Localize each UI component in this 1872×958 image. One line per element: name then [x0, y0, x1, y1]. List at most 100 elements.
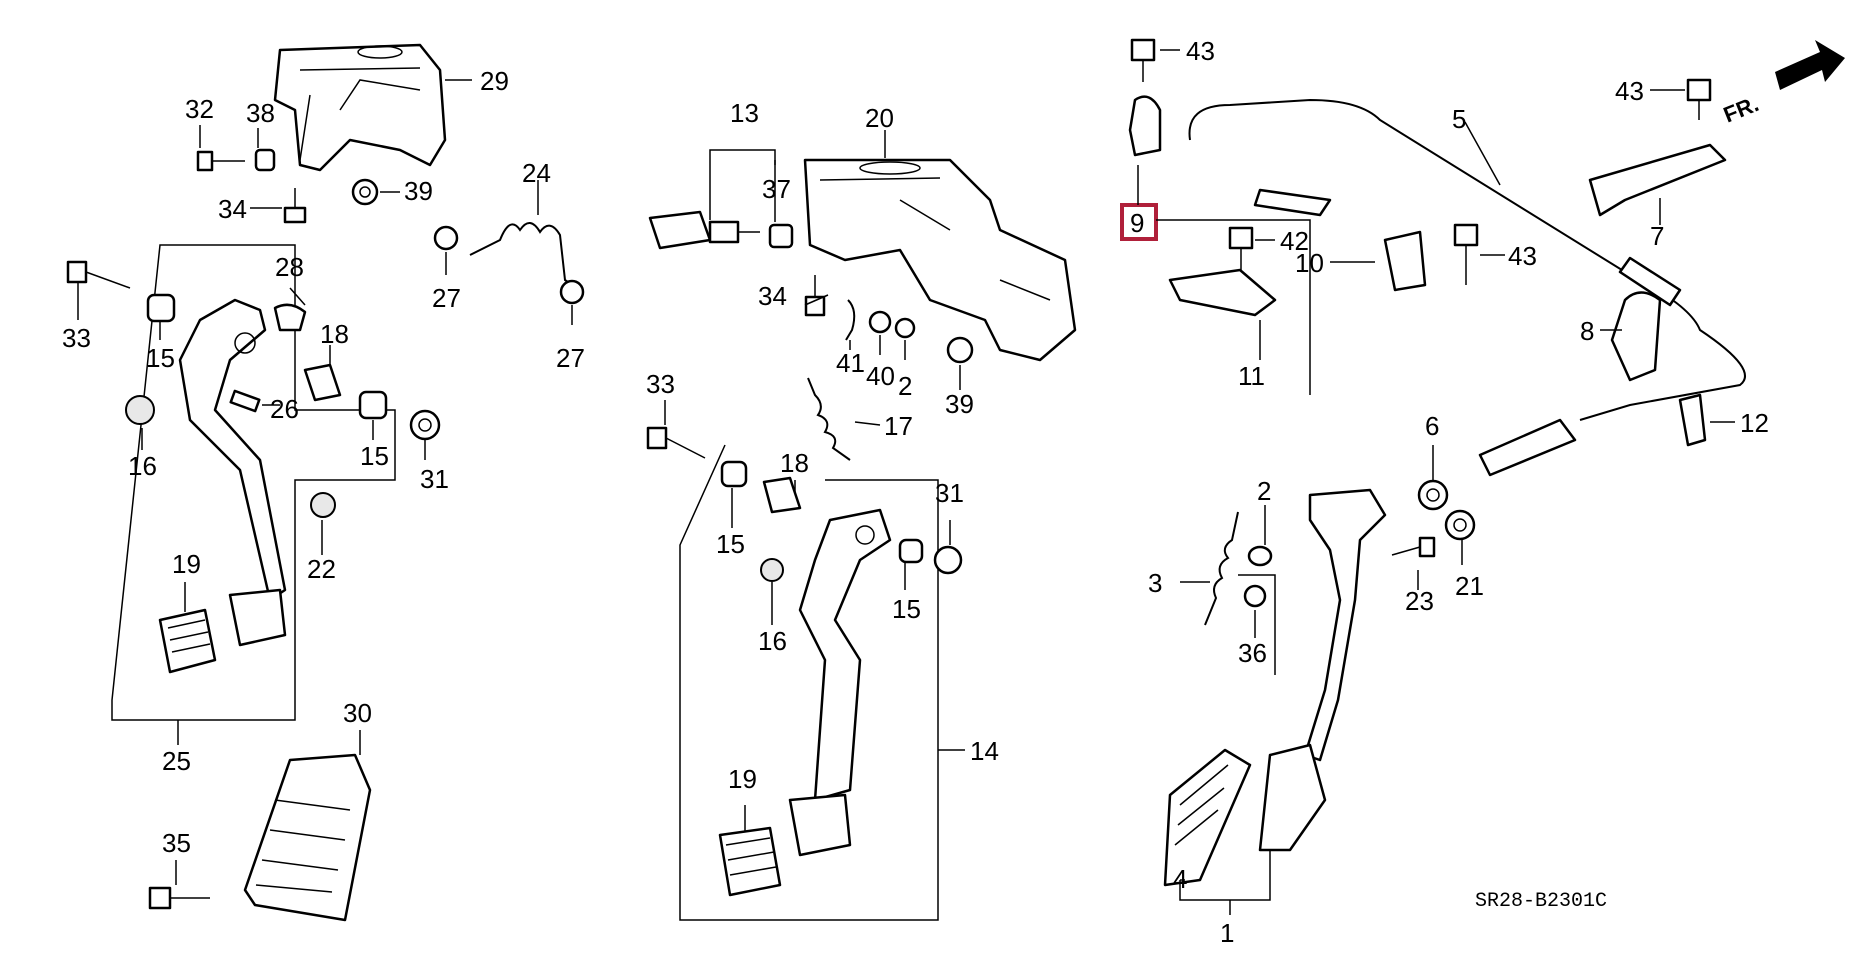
clutch-pedal-arm[interactable]	[178, 298, 287, 602]
bolt-43c[interactable]	[1686, 78, 1712, 120]
callout-26: 26	[270, 394, 299, 424]
cable-end-12-side[interactable]	[1478, 418, 1577, 477]
callout-22: 22	[307, 554, 336, 584]
direction-label: FR.	[1720, 91, 1762, 127]
clamp-8[interactable]	[1610, 291, 1662, 382]
spring-24[interactable]	[469, 222, 581, 291]
pedal-pad-4[interactable]	[1163, 748, 1252, 887]
callout-23: 23	[1405, 586, 1434, 616]
accelerator-pedal-arm[interactable]	[1303, 488, 1387, 762]
bolt-33a[interactable]	[66, 260, 131, 289]
bushing-15b[interactable]	[358, 390, 388, 420]
collar-18b[interactable]	[762, 476, 802, 514]
callout-30: 30	[343, 698, 372, 728]
nut-31a[interactable]	[409, 409, 441, 441]
nut-39a[interactable]	[351, 178, 379, 206]
callout-9-leader	[1137, 165, 1311, 395]
callout-15b: 15	[360, 441, 389, 471]
stopper-22[interactable]	[310, 492, 336, 518]
callout-1: 1	[1220, 918, 1234, 948]
pedal-pad-cover-30[interactable]	[243, 753, 372, 922]
nut-37[interactable]	[768, 223, 794, 249]
bolt-42[interactable]	[1228, 226, 1254, 270]
callout-11: 11	[1238, 361, 1265, 391]
callout-20: 20	[865, 103, 894, 133]
callout-9-highlight-box[interactable]	[1120, 203, 1158, 241]
cable-clip-9[interactable]	[1128, 95, 1162, 157]
nut-39b[interactable]	[946, 336, 974, 364]
callout-33a: 33	[62, 323, 91, 353]
callout-13-bracket	[709, 149, 776, 220]
front-direction-arrow	[1775, 40, 1845, 90]
nut-31b[interactable]	[933, 545, 963, 575]
pedal-pad-19a[interactable]	[158, 608, 217, 674]
callout-labels: 29 32 38 34 39 24 27 27 33 15 28 18 26 1…	[62, 36, 1769, 948]
callout-6: 6	[1425, 411, 1439, 441]
collar-27b[interactable]	[559, 279, 585, 305]
bolt-43b[interactable]	[1453, 223, 1479, 285]
brake-pedal-arm[interactable]	[798, 508, 892, 802]
bushing-15d[interactable]	[898, 538, 924, 564]
washer-2b[interactable]	[1247, 545, 1273, 567]
clip-41[interactable]	[845, 299, 856, 341]
callout-15a: 15	[146, 343, 175, 373]
bushing-6[interactable]	[1417, 479, 1449, 511]
nut-38[interactable]	[254, 148, 276, 172]
bolt-34a[interactable]	[283, 188, 307, 224]
callout-5: 5	[1452, 104, 1466, 134]
callout-39a: 39	[404, 176, 433, 206]
callout-25: 25	[162, 746, 191, 776]
callout-18a: 18	[320, 319, 349, 349]
cable-holder-10[interactable]	[1383, 230, 1427, 292]
bolt-23[interactable]	[1391, 536, 1436, 558]
washer-2a[interactable]	[894, 317, 916, 339]
stopper-16b[interactable]	[760, 558, 784, 582]
bushing-15a[interactable]	[146, 293, 176, 323]
bushing-21[interactable]	[1444, 509, 1476, 541]
callout-42: 42	[1280, 226, 1309, 256]
bolt-32[interactable]	[196, 150, 245, 172]
collar-27a[interactable]	[433, 225, 459, 251]
callout-27a: 27	[432, 283, 461, 313]
accelerator-pedal-body[interactable]	[1258, 743, 1327, 852]
stop-switch-13[interactable]	[648, 210, 760, 250]
pedal-bracket-29[interactable]	[273, 43, 447, 172]
bolt-43a[interactable]	[1130, 38, 1156, 82]
grommet-12[interactable]	[1678, 393, 1707, 447]
callout-27b: 27	[556, 343, 585, 373]
bracket-11[interactable]	[1168, 268, 1277, 317]
callout-34a: 34	[218, 194, 247, 224]
pedal-pad-19b[interactable]	[718, 826, 782, 897]
callout-41: 41	[836, 348, 865, 378]
callout-43b: 43	[1508, 241, 1537, 271]
callout-31b: 31	[935, 478, 964, 508]
pedal-block-2[interactable]	[788, 793, 852, 857]
stopper-16a[interactable]	[125, 395, 155, 425]
bolt-33b[interactable]	[646, 426, 706, 459]
callout-3: 3	[1148, 568, 1162, 598]
bushing-15c[interactable]	[720, 460, 748, 488]
throttle-cable-5[interactable]	[1188, 98, 1746, 421]
callout-36-bracket	[1238, 574, 1276, 675]
callout-4: 4	[1173, 864, 1187, 894]
callout-13: 13	[730, 98, 759, 128]
callout-21: 21	[1455, 571, 1484, 601]
clip-28[interactable]	[273, 303, 307, 332]
callout-29: 29	[480, 66, 509, 96]
callout-14: 14	[970, 736, 999, 766]
collar-18a[interactable]	[303, 363, 342, 402]
callout-34b: 34	[758, 281, 787, 311]
washer-40[interactable]	[868, 310, 892, 334]
cable-bracket-7[interactable]	[1588, 143, 1727, 217]
leader-lines	[77, 49, 1735, 915]
callout-2b: 2	[1257, 476, 1271, 506]
bolt-35[interactable]	[148, 886, 210, 910]
nut-36[interactable]	[1243, 584, 1267, 608]
group-1-bracket	[1179, 850, 1271, 901]
bolt-34b[interactable]	[804, 275, 826, 317]
pin-26[interactable]	[229, 389, 261, 413]
pedal-block[interactable]	[228, 588, 287, 647]
spring-3[interactable]	[1204, 511, 1239, 626]
spring-17[interactable]	[807, 377, 851, 461]
brake-pedal-bracket-20[interactable]	[803, 158, 1077, 362]
